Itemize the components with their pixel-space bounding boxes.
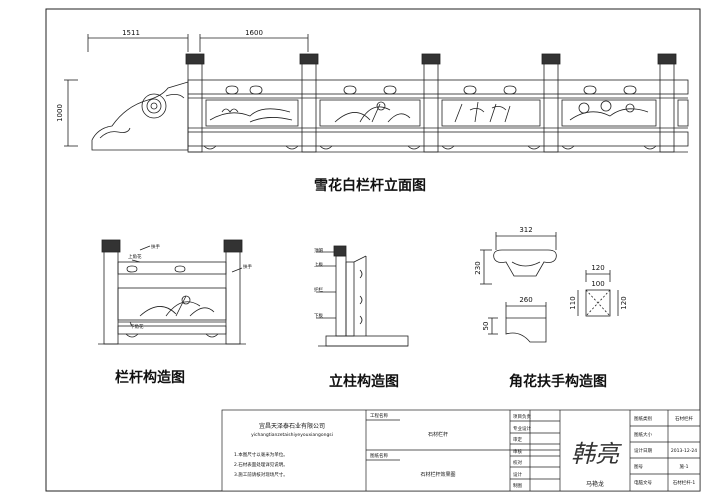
note-line-2: 2.石材表面处理详见说明。 [234,461,288,468]
project-label: 工程名称 [370,412,388,419]
right-label-4: 图号 [634,464,643,470]
railing-label-2: 上角花 [128,253,142,260]
role-label-7: 制图 [513,482,522,489]
role-label-4: 审核 [513,448,522,455]
role-label-2: 专业设计 [513,425,531,432]
right-label-2: 图纸大小 [634,431,652,438]
right-value-5: 石材栏杆-1 [673,479,696,486]
role-label-5: 校对 [513,459,522,466]
post-label-3: 护栏 [314,286,323,293]
right-label-3: 设计日期 [634,447,652,454]
corner-detail-drawing [480,232,619,343]
role-label-6: 设计 [513,471,522,478]
corner-dim-50: 50 [482,322,490,331]
right-value-3: 2013-12-24 [671,448,697,454]
corner-dim-312: 312 [519,226,532,234]
right-value-1: 石材栏杆 [675,415,693,422]
railing-label-1: 扶手 [151,243,160,250]
corner-dim-110: 110 [569,296,577,309]
railing-detail-title: 栏杆构造图 [115,369,185,386]
role-label-1: 项目负责 [513,413,531,420]
drawing-value: 石材栏杆效果图 [420,471,455,478]
title-block [221,409,701,492]
corner-dim-120-right: 120 [620,296,628,309]
railing-label-4: 下角花 [130,323,144,330]
elevation-title: 雪花白栏杆立面图 [314,177,426,194]
drawing-label: 图纸名称 [370,452,388,459]
railing-label-3: 扶手 [243,263,252,270]
company-name-en: yichangtianzetaishiyeyouxiangongsi [251,432,333,438]
railing-detail-drawing [98,239,246,345]
role-label-3: 审定 [513,436,522,443]
corner-dim-120-top: 120 [591,264,604,272]
post-detail-title: 立柱构造图 [329,373,399,390]
company-name: 宜昌天泽泰石业有限公司 [259,422,325,430]
post-label-4: 下板 [314,312,323,319]
dim-height-label: 1000 [56,104,64,122]
designer-name: 马艳龙 [586,480,604,488]
post-detail-drawing [316,245,409,347]
project-value: 石材栏杆 [428,431,448,438]
dim-span-label: 1600 [245,29,263,37]
signature: 韩亮 [571,440,622,468]
note-line-3: 3.施工前请核对现场尺寸。 [234,471,288,478]
note-line-1: 1.本图尺寸以毫米为单位。 [234,451,288,458]
post-label-1: 顶帽 [314,247,323,254]
railing-elevation [64,34,689,153]
right-value-4: 施-1 [680,463,689,470]
right-label-1: 图纸类别 [634,415,652,422]
corner-dim-230: 230 [474,261,482,274]
dim-left-label: 1511 [122,29,140,37]
right-label-5: 电脑文号 [634,479,652,486]
corner-dim-260: 260 [519,296,532,304]
corner-dim-100: 100 [591,280,604,288]
corner-detail-title: 角花扶手构造图 [509,373,607,390]
post-label-2: 上板 [314,261,323,268]
